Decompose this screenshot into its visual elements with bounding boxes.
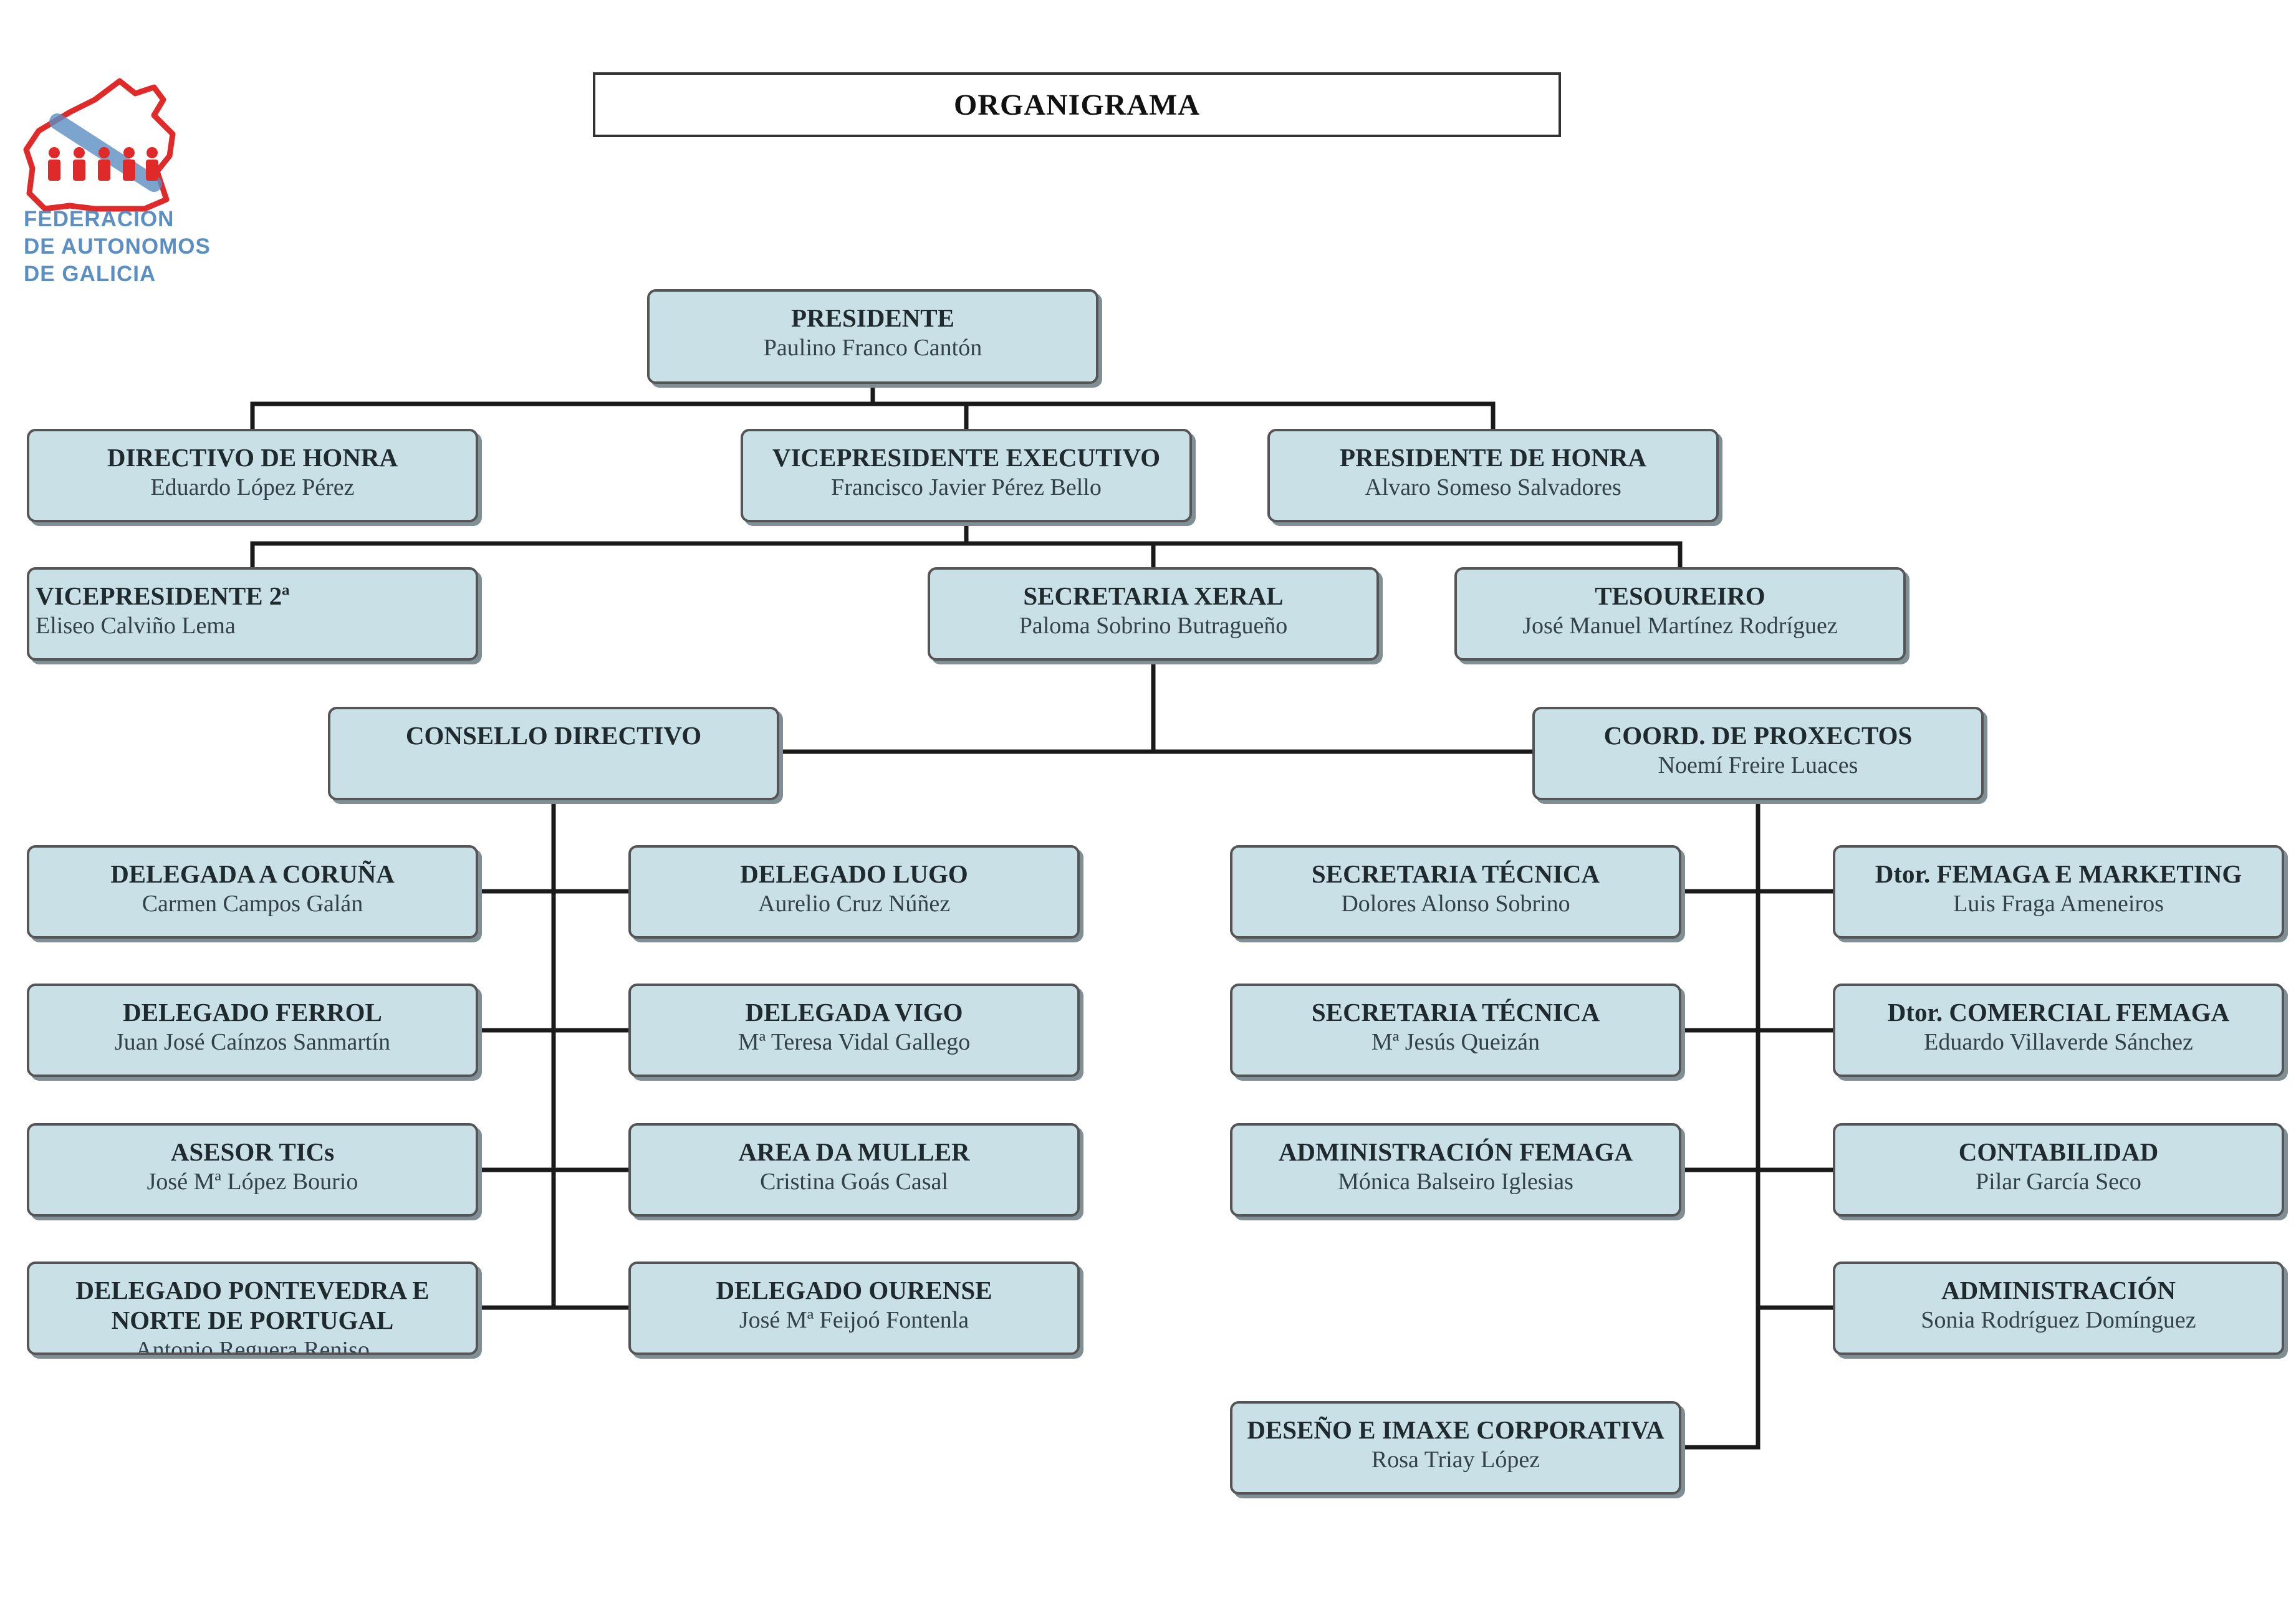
node-delegado-ferrol: DELEGADO FERROL Juan José Caínzos Sanmar… (27, 984, 478, 1077)
node-role: VICEPRESIDENTE EXECUTIVO (772, 443, 1161, 472)
node-name: Juan José Caínzos Sanmartín (114, 1029, 391, 1055)
logo-line: DE GALICIA (24, 262, 156, 286)
node-name: Eduardo Villaverde Sánchez (1924, 1029, 2193, 1055)
node-secretaria-tecnica-1: SECRETARIA TÉCNICA Dolores Alonso Sobrin… (1230, 845, 1681, 939)
node-area-muller: AREA DA MULLER Cristina Goás Casal (628, 1123, 1080, 1217)
node-role: TESOUREIRO (1595, 582, 1765, 610)
node-name: Aurelio Cruz Núñez (757, 891, 951, 917)
node-delegada-vigo: DELEGADA VIGO Mª Teresa Vidal Gallego (628, 984, 1080, 1077)
node-delegado-pontevedra: DELEGADO PONTEVEDRA E NORTE DE PORTUGAL … (27, 1262, 478, 1355)
node-delegado-lugo: DELEGADO LUGO Aurelio Cruz Núñez (628, 845, 1080, 939)
node-dtor-comercial-femaga: Dtor. COMERCIAL FEMAGA Eduardo Villaverd… (1833, 984, 2284, 1077)
node-vicepresidente-executivo: VICEPRESIDENTE EXECUTIVO Francisco Javie… (741, 429, 1192, 522)
node-delegado-ourense: DELEGADO OURENSE José Mª Feijoó Fontenla (628, 1262, 1080, 1355)
node-role: ADMINISTRACIÓN (1941, 1276, 2176, 1305)
node-name: Mónica Balseiro Iglesias (1338, 1169, 1573, 1195)
node-administracion-femaga: ADMINISTRACIÓN FEMAGA Mónica Balseiro Ig… (1230, 1123, 1681, 1217)
node-role: DELEGADO OURENSE (716, 1276, 992, 1305)
node-role: VICEPRESIDENTE 2ª (36, 582, 290, 610)
node-role: ADMINISTRACIÓN FEMAGA (1278, 1137, 1633, 1166)
node-name: Pilar García Seco (1976, 1169, 2141, 1195)
node-name: Cristina Goás Casal (760, 1169, 948, 1195)
node-role: SECRETARIA TÉCNICA (1311, 859, 1600, 888)
logo-line: FEDERACION (24, 207, 175, 231)
node-role: CONSELLO DIRECTIVO (405, 721, 702, 750)
node-name: Mª Jesús Queizán (1371, 1029, 1540, 1055)
node-deseno-imaxe: DESEÑO E IMAXE CORPORATIVA Rosa Triay Ló… (1230, 1401, 1681, 1495)
node-role: DELEGADA VIGO (745, 998, 963, 1027)
node-name: Paloma Sobrino Butragueño (1019, 613, 1288, 639)
node-role: DELEGADO PONTEVEDRA E NORTE DE PORTUGAL (75, 1276, 430, 1334)
node-vicepresidente-2: VICEPRESIDENTE 2ª Eliseo Calviño Lema (27, 567, 478, 661)
node-administracion: ADMINISTRACIÓN Sonia Rodríguez Domínguez (1833, 1262, 2284, 1355)
node-role: SECRETARIA TÉCNICA (1311, 998, 1600, 1027)
node-role: ASESOR TICs (170, 1137, 335, 1166)
node-tesoureiro: TESOUREIRO José Manuel Martínez Rodrígue… (1454, 567, 1906, 661)
node-role: COORD. DE PROXECTOS (1603, 721, 1913, 750)
node-secretaria-xeral: SECRETARIA XERAL Paloma Sobrino Butrague… (928, 567, 1379, 661)
node-consello-directivo: CONSELLO DIRECTIVO (328, 707, 779, 800)
node-contabilidade: CONTABILIDAD Pilar García Seco (1833, 1123, 2284, 1217)
node-role: DELEGADO FERROL (123, 998, 382, 1027)
node-name: Eduardo López Pérez (150, 474, 355, 500)
node-name: Dolores Alonso Sobrino (1341, 891, 1570, 917)
federation-logo-icon (23, 78, 176, 212)
node-coord-proxectos: COORD. DE PROXECTOS Noemí Freire Luaces (1532, 707, 1984, 800)
node-name: José Manuel Martínez Rodríguez (1522, 613, 1838, 639)
page-title: ORGANIGRAMA (593, 72, 1561, 137)
node-directivo-honra: DIRECTIVO DE HONRA Eduardo López Pérez (27, 429, 478, 522)
node-name: Luis Fraga Ameneiros (1953, 891, 2164, 917)
node-name: Paulino Franco Cantón (763, 335, 982, 361)
node-name: José Mª Feijoó Fontenla (739, 1307, 969, 1333)
node-name: Eliseo Calviño Lema (36, 613, 236, 639)
node-name: Sonia Rodríguez Domínguez (1921, 1307, 2196, 1333)
node-name: Mª Teresa Vidal Gallego (737, 1029, 971, 1055)
node-dtor-femaga-marketing: Dtor. FEMAGA E MARKETING Luis Fraga Amen… (1833, 845, 2284, 939)
node-role: CONTABILIDAD (1958, 1137, 2159, 1166)
node-role: PRESIDENTE (790, 304, 954, 332)
node-role: DESEÑO E IMAXE CORPORATIVA (1247, 1415, 1664, 1444)
node-role: SECRETARIA XERAL (1023, 582, 1284, 610)
logo-wordmark: FEDERACION DE AUTONOMOS DE GALICIA (24, 206, 211, 288)
node-role: DELEGADA A CORUÑA (110, 859, 395, 888)
node-presidente: PRESIDENTE Paulino Franco Cantón (647, 289, 1098, 384)
node-delegada-coruna: DELEGADA A CORUÑA Carmen Campos Galán (27, 845, 478, 939)
node-name: Rosa Triay López (1371, 1447, 1540, 1473)
node-name: Noemí Freire Luaces (1658, 752, 1858, 778)
node-name: José Mª López Bourio (147, 1169, 358, 1195)
node-name: Alvaro Someso Salvadores (1365, 474, 1621, 500)
node-name: Francisco Javier Pérez Bello (831, 474, 1102, 500)
logo-line: DE AUTONOMOS (24, 234, 211, 259)
node-presidente-honra: PRESIDENTE DE HONRA Alvaro Someso Salvad… (1267, 429, 1719, 522)
node-asesor-tics: ASESOR TICs José Mª López Bourio (27, 1123, 478, 1217)
node-role: PRESIDENTE DE HONRA (1339, 443, 1647, 472)
node-secretaria-tecnica-2: SECRETARIA TÉCNICA Mª Jesús Queizán (1230, 984, 1681, 1077)
node-role: DELEGADO LUGO (740, 859, 968, 888)
node-name: Antonio Reguera Reniso (135, 1337, 370, 1355)
node-role: Dtor. COMERCIAL FEMAGA (1887, 998, 2230, 1027)
node-role: Dtor. FEMAGA E MARKETING (1875, 859, 2242, 888)
node-role: DIRECTIVO DE HONRA (107, 443, 398, 472)
node-name: Carmen Campos Galán (142, 891, 363, 917)
node-role: AREA DA MULLER (738, 1137, 970, 1166)
